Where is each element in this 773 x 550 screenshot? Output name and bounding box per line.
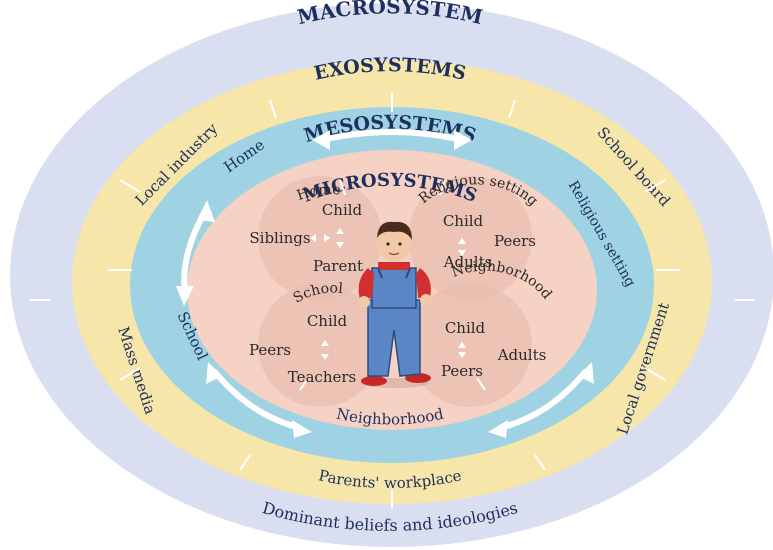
neighborhood-child-label: Child [445, 319, 486, 337]
neighborhood-peers-label: Peers [441, 362, 483, 380]
home-parent-label: Parent [313, 257, 363, 275]
religious-peers-label: Peers [494, 232, 536, 250]
school-teachers-label: Teachers [288, 368, 356, 386]
school-child-label: Child [307, 312, 348, 330]
home-siblings-label: Siblings [249, 229, 310, 247]
neighborhood-adults-label: Adults [497, 346, 547, 364]
school-peers-label: Peers [249, 341, 291, 359]
home-child-label: Child [322, 201, 363, 219]
religious-child-label: Child [443, 212, 484, 230]
religious-adults-label: Adults [443, 253, 493, 271]
